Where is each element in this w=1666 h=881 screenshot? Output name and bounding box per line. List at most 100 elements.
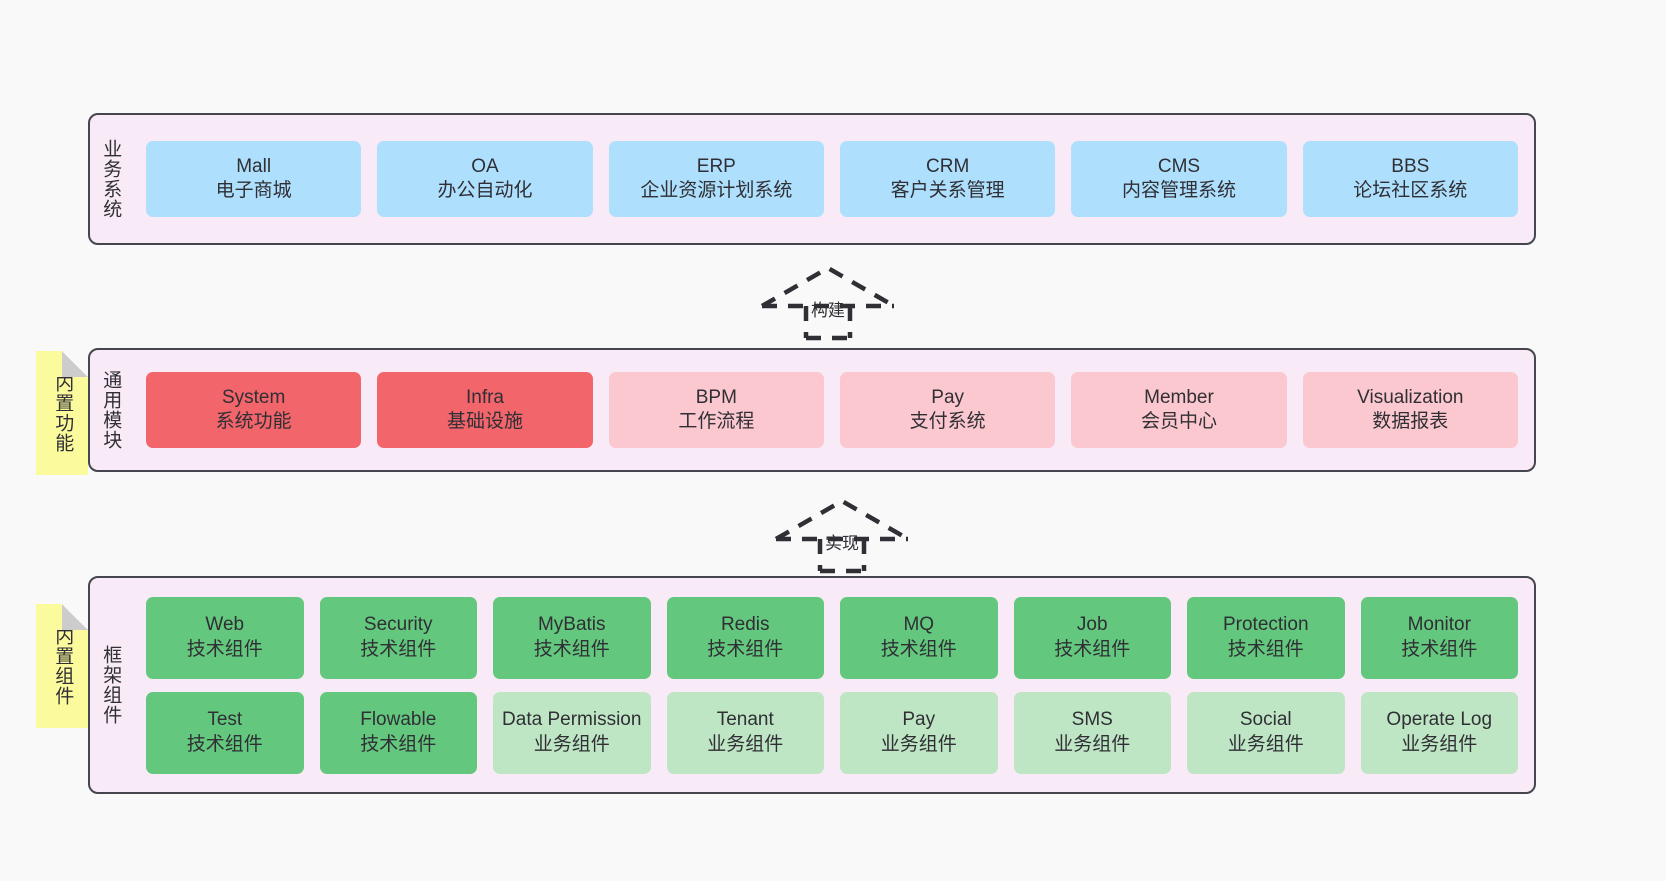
arrow-label-build: 构建: [811, 301, 845, 320]
arrow-label-implement: 实现: [825, 534, 859, 553]
card-subtitle: 业务组件: [880, 733, 957, 755]
card-subtitle: 会员中心: [1140, 411, 1217, 432]
card-title: SMS: [1071, 709, 1113, 731]
business-card-mall[interactable]: Mall 电子商城: [146, 141, 362, 217]
card-title: Test: [207, 709, 243, 731]
sticky-note-builtin-components-label: 内置组件: [52, 626, 74, 706]
business-card-bbs[interactable]: BBS 论坛社区系统: [1302, 141, 1518, 217]
card-subtitle: 业务组件: [1054, 733, 1131, 755]
module-card-member[interactable]: Member 会员中心: [1071, 372, 1287, 448]
card-title: Flowable: [360, 709, 437, 731]
sticky-note-builtin-components: 内置组件: [36, 604, 88, 728]
card-title: Operate Log: [1386, 709, 1493, 731]
card-title: Job: [1076, 614, 1108, 636]
generalization-arrow-build: 构建: [758, 262, 898, 341]
card-title: CRM: [926, 155, 970, 177]
card-title: BPM: [695, 386, 737, 408]
card-subtitle: 客户关系管理: [890, 180, 1005, 201]
arrow-shaft-implement: [817, 539, 867, 574]
card-subtitle: 技术组件: [360, 638, 437, 660]
card-title: Security: [363, 614, 433, 636]
card-title: Pay: [902, 709, 936, 731]
common-module-layer-title: 通用模块: [100, 370, 122, 450]
card-title: System: [221, 386, 286, 408]
card-subtitle: 系统功能: [215, 411, 292, 432]
framework-component-layer-title: 框架组件: [100, 645, 122, 725]
card-title: Pay: [931, 386, 965, 408]
card-subtitle: 工作流程: [678, 411, 755, 432]
card-title: CMS: [1157, 155, 1201, 177]
card-subtitle: 电子商城: [215, 180, 292, 201]
generalization-arrow-implement: 实现: [772, 495, 912, 574]
business-card-cms[interactable]: CMS 内容管理系统: [1071, 141, 1287, 217]
card-subtitle: 技术组件: [186, 733, 263, 755]
business-card-crm[interactable]: CRM 客户关系管理: [839, 141, 1056, 217]
arrow-shaft-build: [803, 306, 853, 341]
card-subtitle: 企业资源计划系统: [640, 180, 793, 201]
card-title: Protection: [1222, 614, 1309, 636]
module-card-system[interactable]: System 系统功能: [146, 372, 362, 448]
card-subtitle: 论坛社区系统: [1353, 180, 1468, 201]
module-card-infra[interactable]: Infra 基础设施: [377, 372, 593, 448]
card-title: MyBatis: [537, 614, 606, 636]
sticky-note-builtin-functions-label: 内置功能: [52, 373, 74, 453]
card-title: Redis: [720, 614, 770, 636]
card-subtitle: 业务组件: [1227, 733, 1304, 755]
card-title: Data Permission: [502, 709, 642, 731]
card-title: MQ: [903, 614, 935, 636]
card-subtitle: 业务组件: [533, 733, 610, 755]
card-title: Mall: [236, 155, 272, 177]
card-subtitle: 技术组件: [533, 638, 610, 660]
card-subtitle: 技术组件: [1054, 638, 1131, 660]
module-card-bpm[interactable]: BPM 工作流程: [608, 372, 824, 448]
business-system-layer-title: 业务系统: [100, 139, 122, 219]
card-title: Social: [1239, 709, 1292, 731]
card-title: Member: [1144, 386, 1214, 408]
card-subtitle: 内容管理系统: [1121, 180, 1236, 201]
card-subtitle: 业务组件: [707, 733, 784, 755]
card-subtitle: 基础设施: [446, 411, 523, 432]
card-subtitle: 技术组件: [1227, 638, 1304, 660]
card-title: Tenant: [716, 709, 774, 731]
card-title: Visualization: [1357, 386, 1464, 408]
card-subtitle: 技术组件: [186, 638, 263, 660]
card-subtitle: 技术组件: [880, 638, 957, 660]
card-subtitle: 技术组件: [1401, 638, 1478, 660]
card-subtitle: 业务组件: [1401, 733, 1478, 755]
card-title: Monitor: [1407, 614, 1471, 636]
card-title: Infra: [465, 386, 504, 408]
card-title: BBS: [1391, 155, 1430, 177]
card-title: Web: [205, 614, 245, 636]
card-subtitle: 技术组件: [707, 638, 784, 660]
